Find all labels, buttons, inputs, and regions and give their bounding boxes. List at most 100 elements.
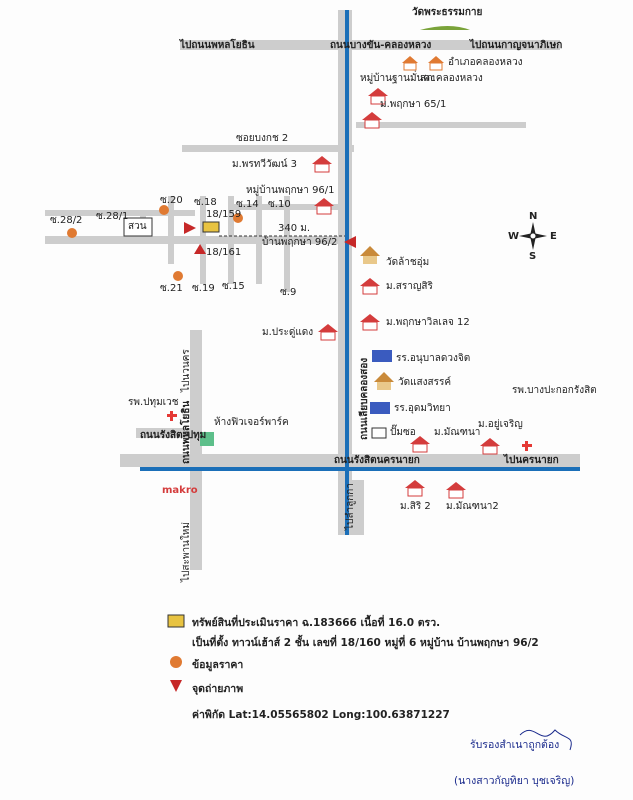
canal-khlong-song (345, 10, 349, 535)
price-dot (233, 213, 243, 223)
label-pradu-daeng: ม.ประดู่แดง (262, 327, 314, 338)
compass-w-label: W (508, 231, 520, 242)
label-amphoe: อำเภอคลองหลวง (448, 57, 523, 68)
property-marker (202, 221, 220, 233)
houses (312, 56, 500, 499)
house-icon (368, 88, 388, 105)
house-icon (360, 314, 380, 331)
label-road-right-top: ไปถนนกาญจนาภิเษก (470, 40, 563, 51)
label-srangsiri: ม.สราญสิริ (386, 281, 433, 292)
legend-property-line2: เป็นที่ตั้ง ทาวน์เฮ้าส์ 2 ชั้น เลขที่ 18… (192, 637, 539, 649)
road-soi-bongkot-2 (182, 145, 354, 152)
legend-property-swatch (167, 614, 185, 628)
compass-icon (519, 222, 547, 250)
label-future-park: ห้างฟิวเจอร์พาร์ค (214, 417, 289, 428)
label-makro: makro (162, 485, 198, 496)
soi-9-road (284, 196, 290, 292)
label-pruksa-96-1: หมู่บ้านพฤกษา 96/1 (246, 185, 335, 196)
photo-marker (344, 236, 356, 248)
road-rangsit-nakhonnayok (120, 454, 580, 467)
hospital-cross-icon (170, 411, 173, 421)
label-wat-lasoum: วัดล้าชอุ่ม (386, 257, 430, 268)
label-road-phahonyothin: ถนนพหลโยธิน (181, 400, 192, 464)
police-icon (402, 56, 418, 71)
label-soi-10: ซ.10 (268, 199, 291, 210)
soi-15-road (256, 196, 262, 284)
label-road-saphan-mai: ไปสะพานใหม่ (181, 522, 192, 582)
house-icon (480, 438, 500, 455)
label-road-khlong-song: ถนนเลียบคลองสอง (359, 357, 370, 440)
label-village-thanmankong: หมู่บ้านฐานมั่นคง (360, 73, 435, 84)
soi-18-road (200, 196, 206, 284)
legend-coordinates: ค่าพิกัด Lat:14.05565802 Long:100.638712… (192, 709, 450, 721)
label-plot-18-161: 18/161 (206, 247, 242, 258)
hospital-cross-icon (525, 441, 528, 451)
house-icon (314, 198, 334, 215)
signature-name: (นางสาวกัญทิยา บุชเจริญ) (454, 775, 575, 787)
label-soi-bongkot: ซอยบงกช 2 (236, 133, 289, 144)
label-road-main-top: ถนนบางขัน-คลองหลวง (330, 40, 432, 51)
temple-icon (374, 372, 394, 390)
label-school-anuban: รร.อนุบาลดวงจิต (396, 353, 471, 364)
temple-icon (420, 26, 470, 30)
garden-box (123, 217, 153, 237)
house-icon (446, 482, 466, 499)
label-road-rangsit-nakhon: ถนนรังสิตนครนายก (334, 455, 420, 466)
legend-price-swatch (170, 656, 182, 668)
road-bangkhan-khlongluang (180, 40, 560, 50)
road-rangsit-pathum (136, 428, 194, 438)
label-temple-top: วัดพระธรรมกาย (412, 7, 483, 18)
label-road-left-top: ไปถนนพหลโยธิน (180, 40, 255, 51)
label-soi-14: ซ.14 (236, 199, 259, 210)
road-phahonyothin (190, 330, 202, 570)
label-police: สภ.คลองหลวง (420, 73, 483, 84)
school-icon (370, 402, 390, 414)
compass-s-label: S (529, 251, 537, 262)
label-soi-28-2: ซ.28/2 (50, 215, 83, 226)
future-park-icon (200, 432, 214, 446)
compass-e-label: E (550, 231, 557, 242)
label-hosp-pathumvej: รพ.ปทุมเวช (128, 397, 179, 408)
label-pruksa-96-2: บ้านพฤกษา 96/2 (262, 237, 338, 248)
soi-14-road (228, 196, 234, 284)
price-dot (67, 228, 77, 238)
photo-marker (184, 222, 196, 234)
signature-certify: รับรองสำเนาถูกต้อง (470, 739, 560, 751)
label-soi-20: ซ.20 (160, 195, 183, 206)
label-distance: 340 ม. (278, 223, 311, 234)
label-wat-saengsan: วัดแสงสรรค์ (398, 377, 452, 388)
label-road-to-nakhon: ไปนครนายก (504, 455, 559, 466)
label-road-lamlukka: ไปลำลูกกา (345, 483, 356, 530)
label-soi-19: ซ.19 (192, 283, 215, 294)
price-dot (173, 271, 183, 281)
label-soi-9: ซ.9 (280, 287, 297, 298)
roads (45, 10, 580, 570)
label-road-nawanakhon: ไปนวนคร (181, 349, 192, 392)
label-siri2: ม.สิริ 2 (400, 501, 431, 512)
label-pruksa-villa: ม.พฤกษาวิลเลจ 12 (386, 317, 470, 328)
signature-scribble (519, 729, 572, 751)
house-icon (362, 112, 382, 129)
label-hosp-bangprakok: รพ.บางปะกอกรังสิต (512, 385, 597, 396)
compass-n-label: N (529, 211, 538, 222)
soi-20-road (168, 196, 174, 264)
label-suan: สวน (128, 221, 147, 232)
legend-photo-point: จุดถ่ายภาพ (192, 683, 244, 695)
label-school-udom: รร.อุดมวิทยา (394, 403, 451, 414)
school-icon (372, 350, 392, 362)
legend-photo-swatch (170, 680, 182, 692)
label-soi-15: ซ.15 (222, 281, 245, 292)
label-monthana2: ม.มัณฑนา2 (446, 501, 499, 512)
legend-property-line1: ทรัพย์สินที่ประเมินราคา ฉ.183666 เนื้อที… (192, 617, 441, 629)
label-road-rangsit-pathum: ถนนรังสิต-ปทุม (140, 430, 207, 441)
label-soi-18: ซ.18 (194, 197, 217, 208)
photo-marker (194, 244, 206, 254)
hospital-icons (167, 411, 532, 451)
amphoe-icon (428, 56, 444, 71)
canal-rangsit (140, 467, 580, 471)
label-monthana: ม.มัณฑนา (434, 427, 481, 438)
petrol-box (371, 427, 387, 439)
house-icon (410, 436, 430, 453)
road-pruksa-96-2 (45, 236, 345, 244)
